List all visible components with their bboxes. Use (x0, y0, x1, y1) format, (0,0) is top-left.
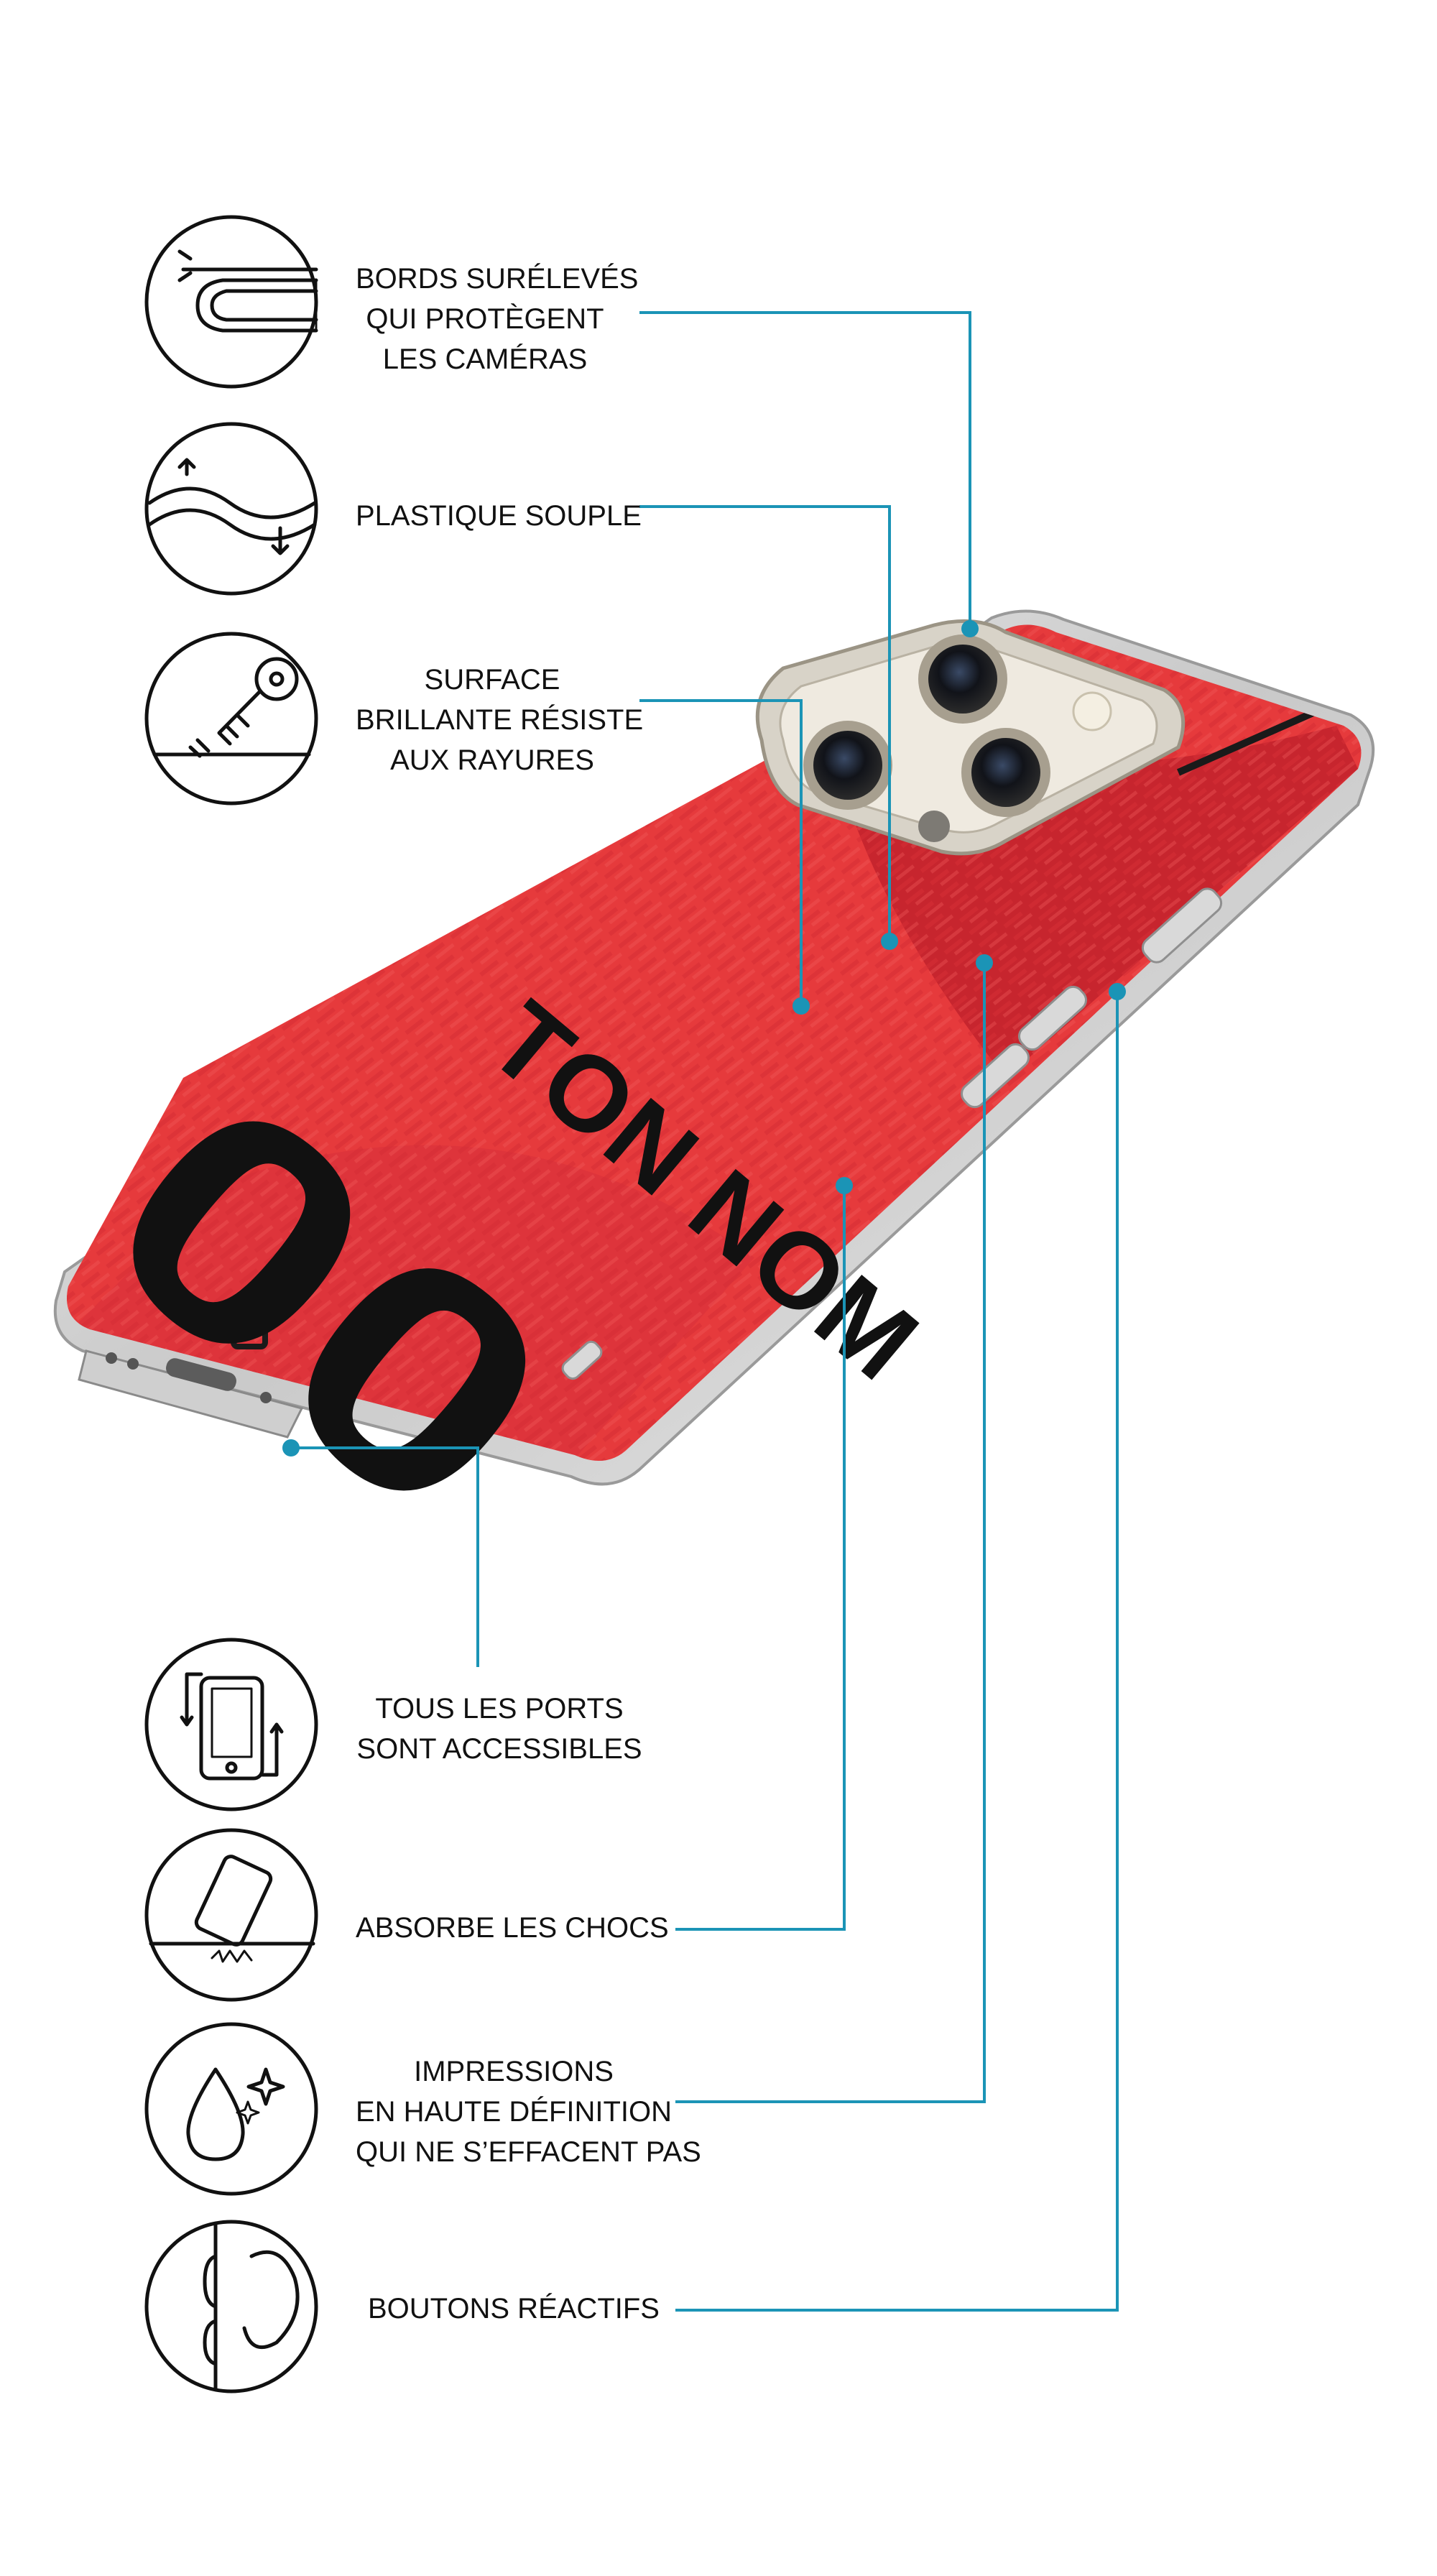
raised-edge-icon (144, 215, 318, 389)
feature-label-raised-edges: BORDS SURÉLEVÉS QUI PROTÈGENT LES CAMÉRA… (356, 263, 639, 375)
feature-label-responsive-buttons: BOUTONS RÉACTIFS (368, 2293, 660, 2325)
callout-dot-3 (793, 997, 810, 1015)
brand-logo (231, 1312, 268, 1349)
feature-label-shock-absorb: ABSORBE LES CHOCS (356, 1912, 669, 1944)
phone-rotate-icon (144, 1638, 318, 1811)
callout-scratch (639, 699, 803, 1006)
callout-dot-2 (881, 933, 898, 950)
camera-bump (755, 619, 1186, 856)
case-side-buttons (561, 887, 1223, 1380)
feature-label-soft-plastic: PLASTIQUE SOUPLE (356, 500, 642, 532)
callout-dot-1 (961, 620, 979, 637)
callout-buttons (675, 992, 1119, 2312)
case-bottom-ports (78, 1349, 304, 1439)
callout-dot-7 (1109, 983, 1126, 1000)
callout-dot-4 (282, 1439, 300, 1456)
key-scratch-icon (144, 632, 318, 805)
callout-dot-6 (976, 954, 993, 971)
callout-shock (675, 1186, 846, 1931)
callout-raised-edges (639, 311, 971, 629)
callout-ports (291, 1446, 479, 1667)
feature-label-scratch-resistant: SURFACE BRILLANTE RÉSISTE AUX RAYURES (356, 664, 644, 776)
callout-hd-print (675, 963, 986, 2103)
droplet-sparkle-icon (144, 2022, 318, 2196)
feature-label-hd-print: IMPRESSIONS EN HAUTE DÉFINITION QUI NE S… (356, 2056, 701, 2168)
callout-dot-5 (836, 1177, 853, 1194)
phone-drop-icon (144, 1828, 318, 2002)
flex-wave-icon (144, 422, 318, 596)
callout-soft-plastic (639, 505, 891, 941)
side-buttons-icon (144, 2220, 318, 2393)
feature-label-ports-accessible: TOUS LES PORTS SONT ACCESSIBLES (356, 1693, 642, 1765)
